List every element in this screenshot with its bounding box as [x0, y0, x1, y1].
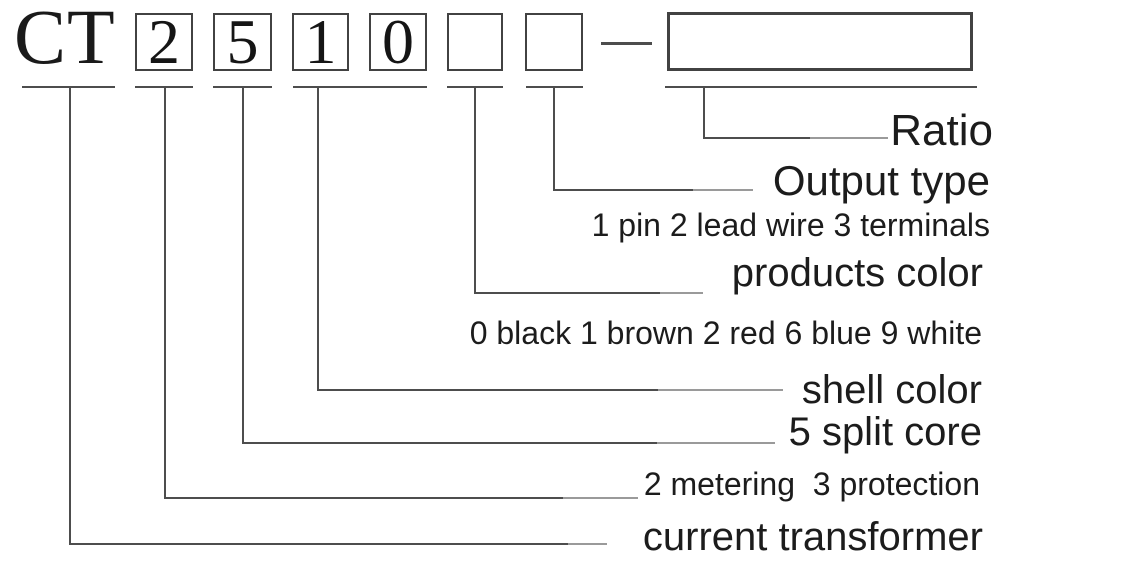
leader-horizontal-split-core-tail	[657, 442, 775, 444]
leader-horizontal-shell-color	[317, 389, 658, 391]
leader-horizontal-split-core	[242, 442, 657, 444]
code-box-products-color	[447, 13, 503, 71]
function-values: 2 metering 3 protection	[643, 466, 980, 502]
dash-separator	[601, 42, 652, 45]
underline-shell-color	[293, 86, 427, 88]
code-box-shell-color-1: 1	[292, 10, 349, 74]
leader-vertical-function	[164, 87, 166, 497]
leader-horizontal-output-type-tail	[693, 189, 753, 191]
leader-horizontal-ratio	[703, 137, 810, 139]
leader-horizontal-output-type	[553, 189, 693, 191]
products-color-label: products color	[731, 251, 983, 295]
output-type-values: 1 pin 2 lead wire 3 terminals	[591, 207, 990, 243]
leader-vertical-products-color	[474, 87, 476, 292]
output-type-label: Output type	[772, 157, 990, 204]
leader-horizontal-products-color-tail	[660, 292, 703, 294]
leader-horizontal-current-transformer	[69, 543, 568, 545]
ratio-label: Ratio	[890, 106, 993, 155]
leader-horizontal-products-color	[474, 292, 660, 294]
leader-vertical-ratio	[703, 87, 705, 137]
code-box-shell-color-2: 0	[369, 10, 427, 74]
leader-vertical-current-transformer	[69, 87, 71, 543]
leader-vertical-output-type	[553, 87, 555, 189]
leader-horizontal-function-tail	[563, 497, 638, 499]
underline-prefix	[22, 86, 115, 88]
products-color-values: 0 black 1 brown 2 red 6 blue 9 white	[469, 315, 982, 351]
leader-horizontal-current-transformer-tail	[568, 543, 607, 545]
leader-horizontal-shell-color-tail	[658, 389, 783, 391]
code-box-output-type	[525, 13, 583, 71]
product-code-prefix: CT	[14, 0, 116, 80]
leader-vertical-shell-color	[317, 87, 319, 389]
shell-color-label: shell color	[801, 368, 982, 412]
code-box-core: 5	[213, 10, 272, 74]
current-transformer-label: current transformer	[642, 515, 983, 559]
underline-ratio	[665, 86, 977, 88]
ratio-box	[667, 12, 973, 71]
leader-vertical-split-core	[242, 87, 244, 442]
leader-horizontal-ratio-tail	[810, 137, 888, 139]
leader-horizontal-function	[164, 497, 563, 499]
split-core-label: 5 split core	[788, 410, 982, 454]
code-box-function: 2	[135, 10, 193, 74]
